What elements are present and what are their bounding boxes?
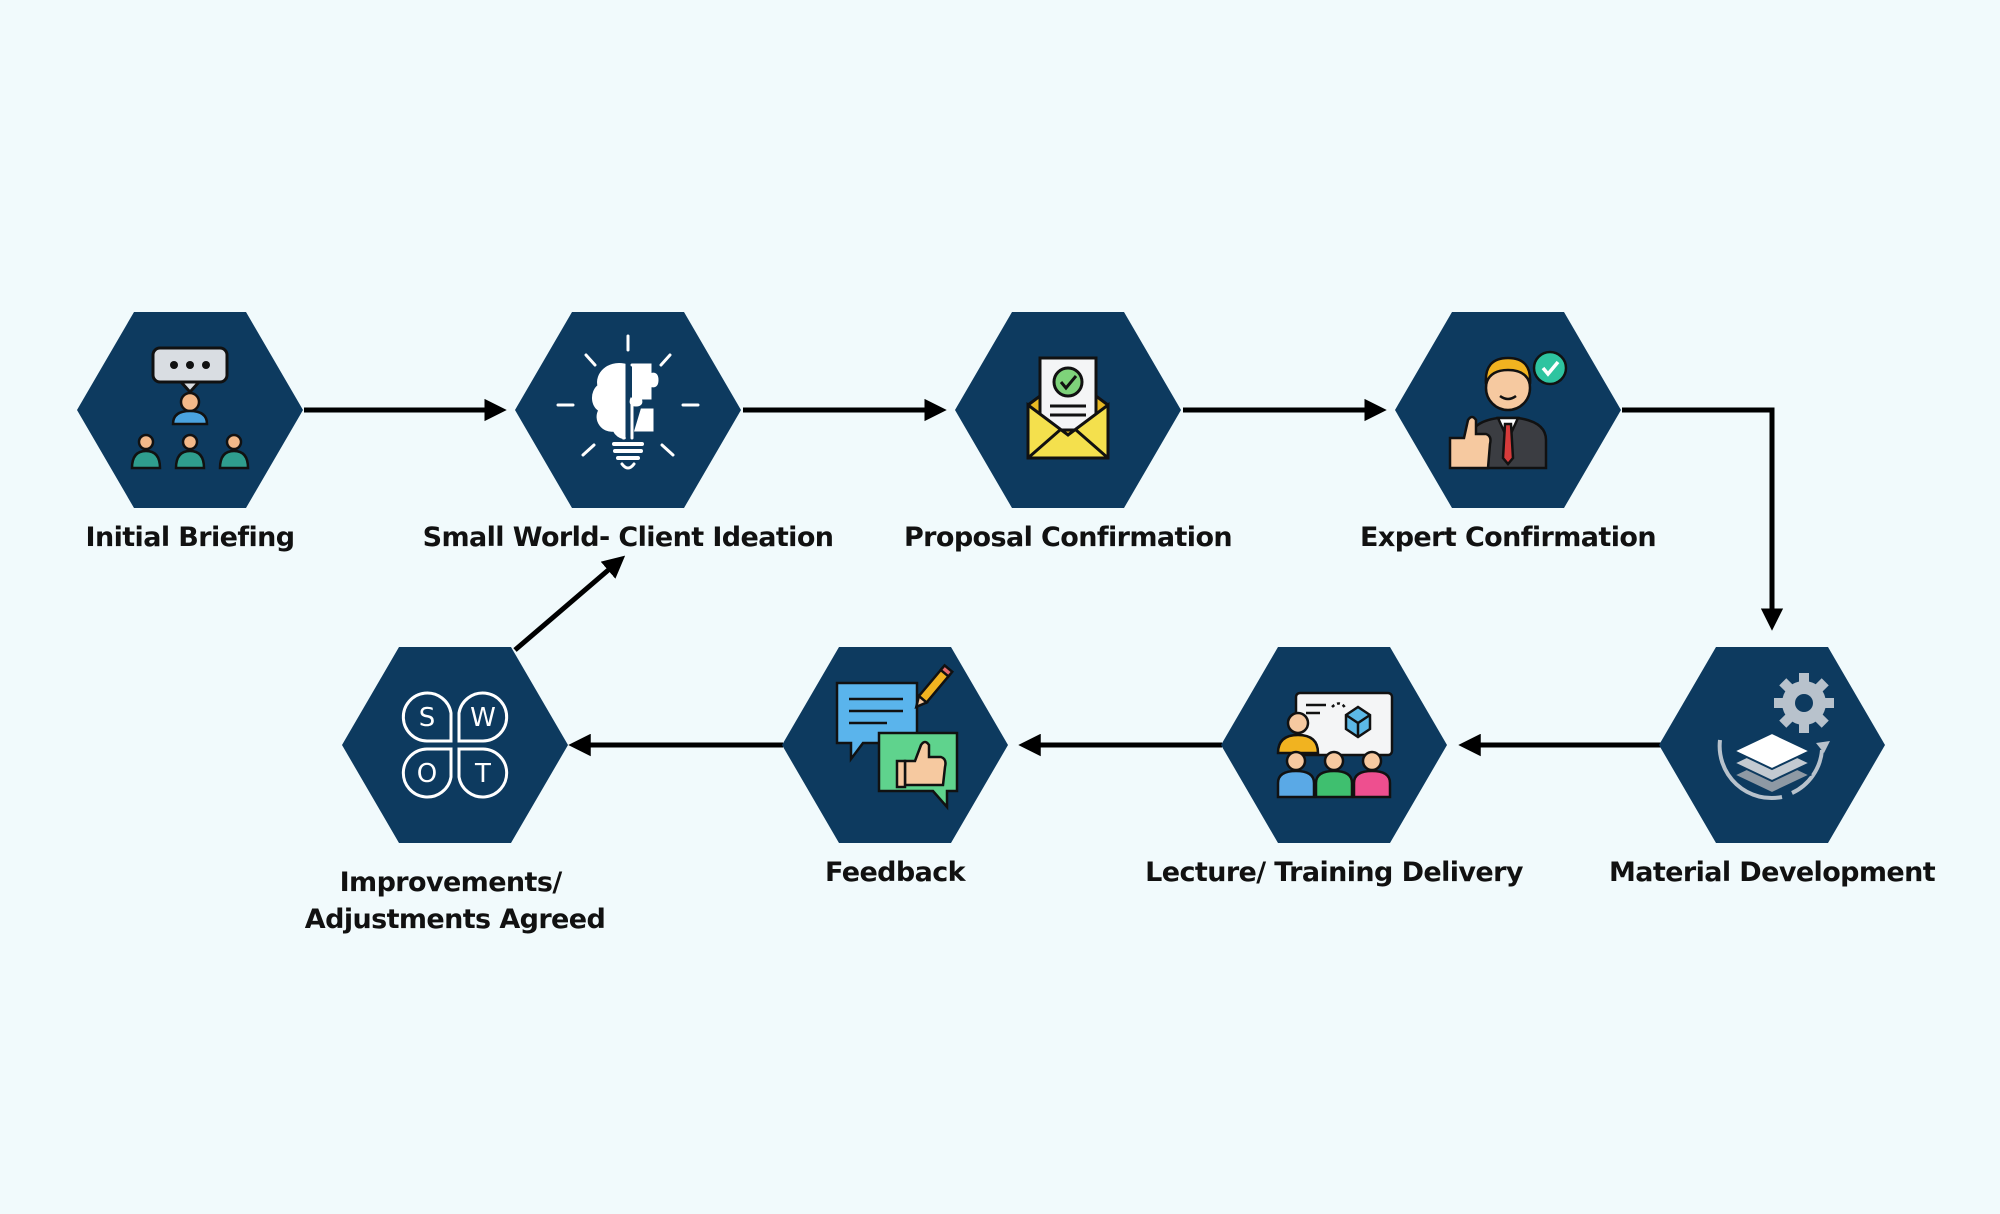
step-label: Lecture/ Training Delivery <box>1145 857 1524 888</box>
expert-thumbs-up-icon <box>1448 350 1568 470</box>
connectors <box>304 398 1784 757</box>
hexagon <box>342 647 568 843</box>
arrow-expert-to-material <box>1622 407 1784 631</box>
step-label-line-1: Improvements/ <box>340 867 563 898</box>
svg-text:Initial Briefing: Initial Briefing <box>86 522 295 553</box>
svg-text:Expert Confirmation: Expert Confirmation <box>1360 522 1656 553</box>
swot-icon: S W O T <box>401 691 509 799</box>
step-training-delivery[interactable]: Lecture/ Training Delivery <box>1145 647 1524 888</box>
hexagon <box>515 312 741 508</box>
meeting-presentation-icon <box>130 346 250 470</box>
step-label-line-2: Adjustments Agreed <box>305 904 605 935</box>
arrow-improvements-to-ideation <box>513 555 626 652</box>
step-expert-confirmation[interactable]: Expert Confirmation <box>1360 312 1657 553</box>
step-client-ideation[interactable]: Small World- Client Ideation <box>423 312 834 553</box>
step-label: Proposal Confirmation <box>904 522 1232 553</box>
svg-text:Lecture/ Training Delivery: Lecture/ Training Delivery <box>1145 857 1524 888</box>
swot-letter-w: W <box>470 703 496 733</box>
envelope-approval-icon <box>1026 356 1110 460</box>
svg-text:Improvements/ Adjustment: Improvements/ Adjustments Agreed <box>305 867 605 935</box>
svg-text:Proposal Confirmation: Proposal Confirmation <box>904 522 1232 553</box>
swot-letter-s: S <box>419 703 436 733</box>
step-improvements-agreed[interactable]: S W O T Improvements/ Adjustments Agreed <box>305 647 606 935</box>
step-material-development[interactable]: Material Development <box>1609 647 1936 888</box>
feedback-chat-icon <box>835 663 959 811</box>
step-label: Material Development <box>1609 857 1936 888</box>
step-proposal-confirmation[interactable]: Proposal Confirmation <box>904 312 1233 553</box>
swot-letter-t: T <box>474 759 491 789</box>
svg-text:Material Development: Material Development <box>1609 857 1936 888</box>
layers-gear-icon <box>1717 673 1834 801</box>
svg-text:Small World- Client Ideation: Small World- Client Ideation <box>423 522 834 553</box>
swot-letter-o: O <box>417 759 437 789</box>
step-initial-briefing[interactable]: Initial Briefing <box>77 312 303 553</box>
step-label: Initial Briefing <box>86 522 295 553</box>
step-feedback[interactable]: Feedback <box>782 647 1008 888</box>
classroom-presentation-icon <box>1276 691 1394 799</box>
brain-lightbulb-icon <box>556 334 700 470</box>
step-label: Expert Confirmation <box>1360 522 1656 553</box>
step-label: Feedback <box>825 857 967 888</box>
step-label: Small World- Client Ideation <box>423 522 834 553</box>
svg-text:Feedback: Feedback <box>825 857 967 888</box>
